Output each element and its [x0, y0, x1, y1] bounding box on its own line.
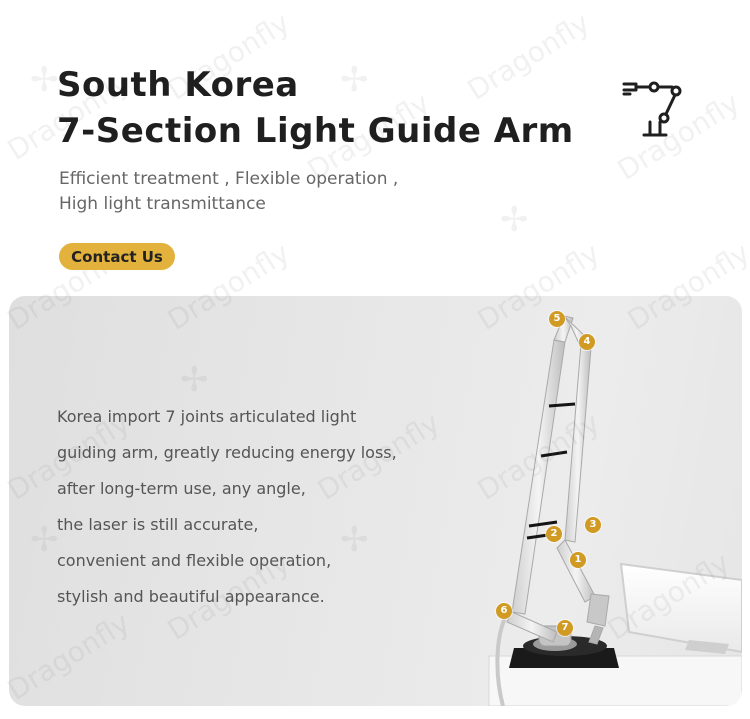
joint-marker-3: 3 [585, 517, 601, 533]
page-title: South Korea 7-Section Light Guide Arm [57, 62, 574, 154]
dragonfly-watermark-icon: ✢ [30, 61, 59, 99]
description-line-2: guiding arm, greatly reducing energy los… [57, 443, 397, 462]
joint-marker-7: 7 [557, 620, 573, 636]
contact-us-button[interactable]: Contact Us [59, 243, 175, 270]
title-line-2: 7-Section Light Guide Arm [57, 111, 574, 151]
description-line-1: Korea import 7 joints articulated light [57, 407, 357, 426]
joint-marker-4: 4 [579, 334, 595, 350]
subtitle-line-1: Efficient treatment , Flexible operation… [59, 169, 399, 189]
joint-marker-5: 5 [549, 311, 565, 327]
description-line-3: after long-term use, any angle, [57, 479, 306, 498]
description-line-5: convenient and flexible operation, [57, 551, 332, 570]
dragonfly-watermark-icon: ✢ [500, 201, 529, 239]
description-line-4: the laser is still accurate, [57, 515, 259, 534]
joint-marker-1: 1 [570, 552, 586, 568]
subtitle-line-2: High light transmittance [59, 194, 266, 214]
description-line-6: stylish and beautiful appearance. [57, 587, 325, 606]
feature-description: Korea import 7 joints articulated light … [57, 399, 397, 615]
joint-marker-6: 6 [496, 603, 512, 619]
subtitle: Efficient treatment , Flexible operation… [59, 167, 398, 217]
title-line-1: South Korea [57, 65, 299, 105]
joint-marker-2: 2 [546, 526, 562, 542]
robotic-arm-icon [622, 81, 682, 137]
